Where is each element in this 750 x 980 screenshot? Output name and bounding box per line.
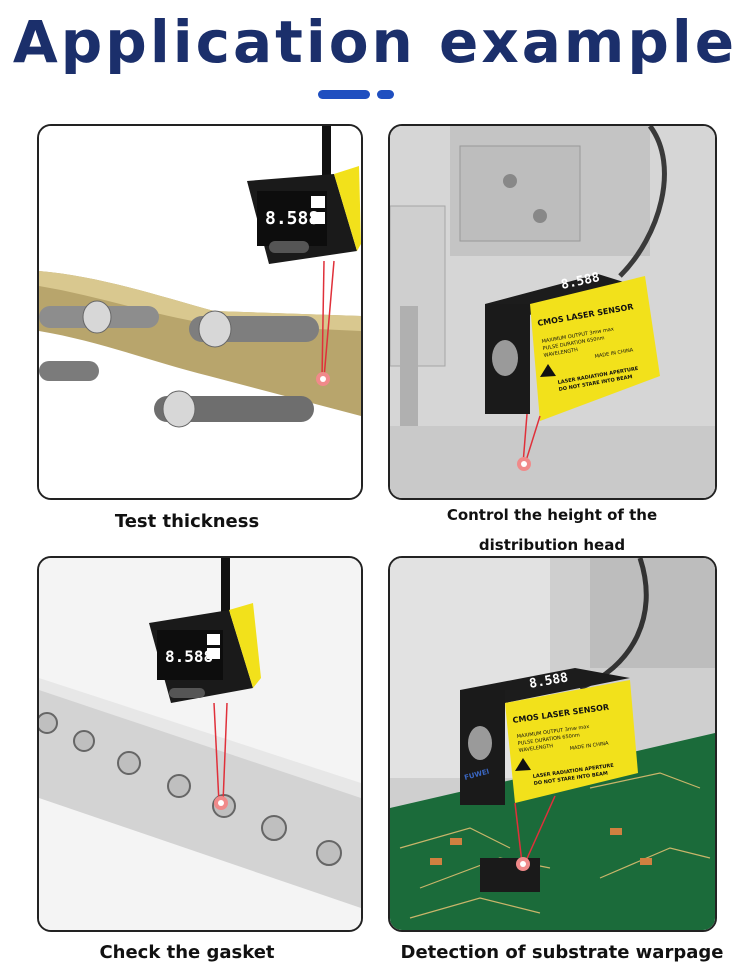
pcb-illustration: FUWEI CMOS LASER SENSOR MAXIMUM OUTPUT 3… — [390, 558, 715, 930]
caption-line: distribution head — [478, 536, 626, 554]
dispenser-illustration: CMOS LASER SENSOR MAXIMUM OUTPUT 3mw max… — [390, 126, 715, 498]
sensor-spec-line: WAVELENGTH — [518, 743, 553, 754]
laser-beam — [514, 795, 556, 871]
sensor-spec-line: WAVELENGTH — [543, 347, 578, 359]
sensor-display: 8.588 — [528, 670, 569, 692]
laser-sensor-icon: 8.588 — [149, 603, 261, 703]
title-underline-long — [318, 90, 370, 99]
laser-beam — [517, 413, 541, 471]
caption-check-gasket: Check the gasket — [99, 942, 275, 963]
chip-icon — [480, 858, 540, 892]
laser-warning-icon — [515, 758, 531, 771]
laser-beam — [316, 260, 335, 386]
gasket-strip-illustration: 8.588 — [39, 558, 361, 930]
panel-test-thickness: 8.588 — [37, 124, 363, 500]
sensor-display: 8.588 — [265, 208, 319, 229]
laser-warning-icon — [540, 364, 556, 377]
laser-beam — [213, 702, 228, 810]
laser-sensor-icon: CMOS LASER SENSOR MAXIMUM OUTPUT 3mw max… — [485, 270, 660, 421]
panel-check-gasket: 8.588 — [37, 556, 363, 932]
caption-distribution-head: Control the height of the distribution h… — [392, 500, 712, 560]
film-rollers-illustration: 8.588 — [39, 126, 361, 498]
caption-line: Control the height of the — [446, 506, 658, 524]
page-title: Application example — [12, 8, 738, 76]
title-underline-short — [377, 90, 394, 99]
caption-substrate-warpage: Detection of substrate warpage — [400, 942, 724, 963]
laser-sensor-icon: FUWEI CMOS LASER SENSOR MAXIMUM OUTPUT 3… — [460, 668, 638, 805]
laser-sensor-icon: 8.588 — [247, 166, 361, 264]
panel-distribution-head: CMOS LASER SENSOR MAXIMUM OUTPUT 3mw max… — [388, 124, 717, 500]
sensor-display: 8.588 — [165, 647, 213, 666]
panel-substrate-warpage: FUWEI CMOS LASER SENSOR MAXIMUM OUTPUT 3… — [388, 556, 717, 932]
roller-icon — [39, 300, 319, 428]
sensor-made-in: MADE IN CHINA — [569, 741, 609, 752]
caption-test-thickness: Test thickness — [114, 511, 260, 532]
